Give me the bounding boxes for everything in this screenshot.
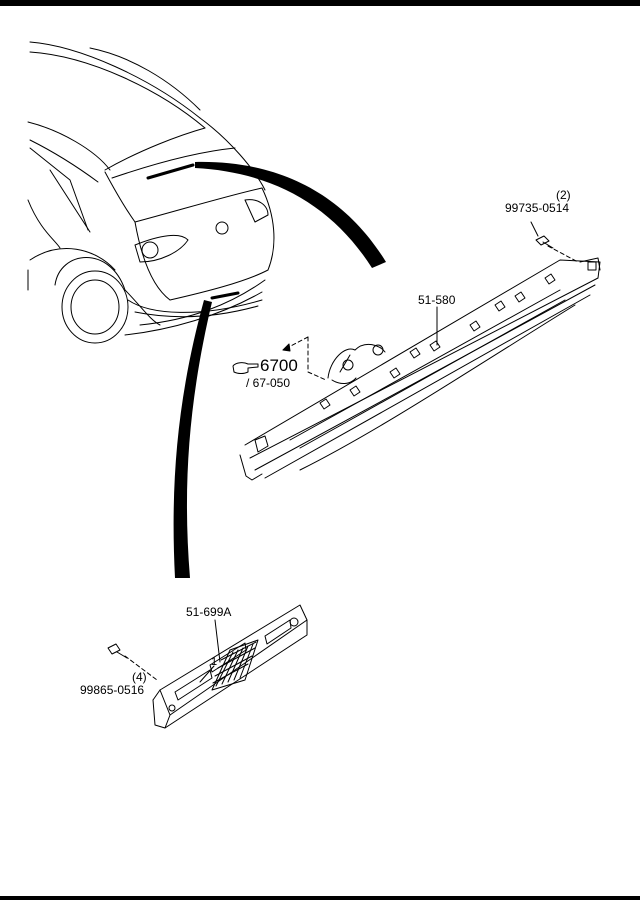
upper-bolt-part-number-label: 99735-0514 xyxy=(505,201,570,215)
high-mount-lamp-assembly xyxy=(239,257,601,481)
header-rule xyxy=(0,0,640,6)
footer-rule xyxy=(0,896,640,900)
lower-bolt-part-number-label: 99865-0516 xyxy=(80,683,145,697)
pointing-hand-icon xyxy=(232,362,259,374)
plate-index-label: 1 xyxy=(211,656,218,668)
lower-bolt-quantity-label: (4) xyxy=(132,670,147,684)
reference-subsection-label: / 67-050 xyxy=(246,376,291,390)
lower-callout-band xyxy=(173,300,212,578)
upper-callout-band xyxy=(195,161,386,268)
upper-bolt-quantity-label: (2) xyxy=(556,188,571,202)
licence-plate-garnish xyxy=(152,604,308,729)
upper-bolt xyxy=(535,235,554,249)
lamp-part-number-label: 51-580 xyxy=(418,293,456,307)
vehicle-illustration xyxy=(27,41,275,344)
lower-bolt xyxy=(107,643,128,659)
plate-part-number-label: 51-699A xyxy=(186,605,232,619)
reference-section-label: 6700 xyxy=(260,356,298,375)
